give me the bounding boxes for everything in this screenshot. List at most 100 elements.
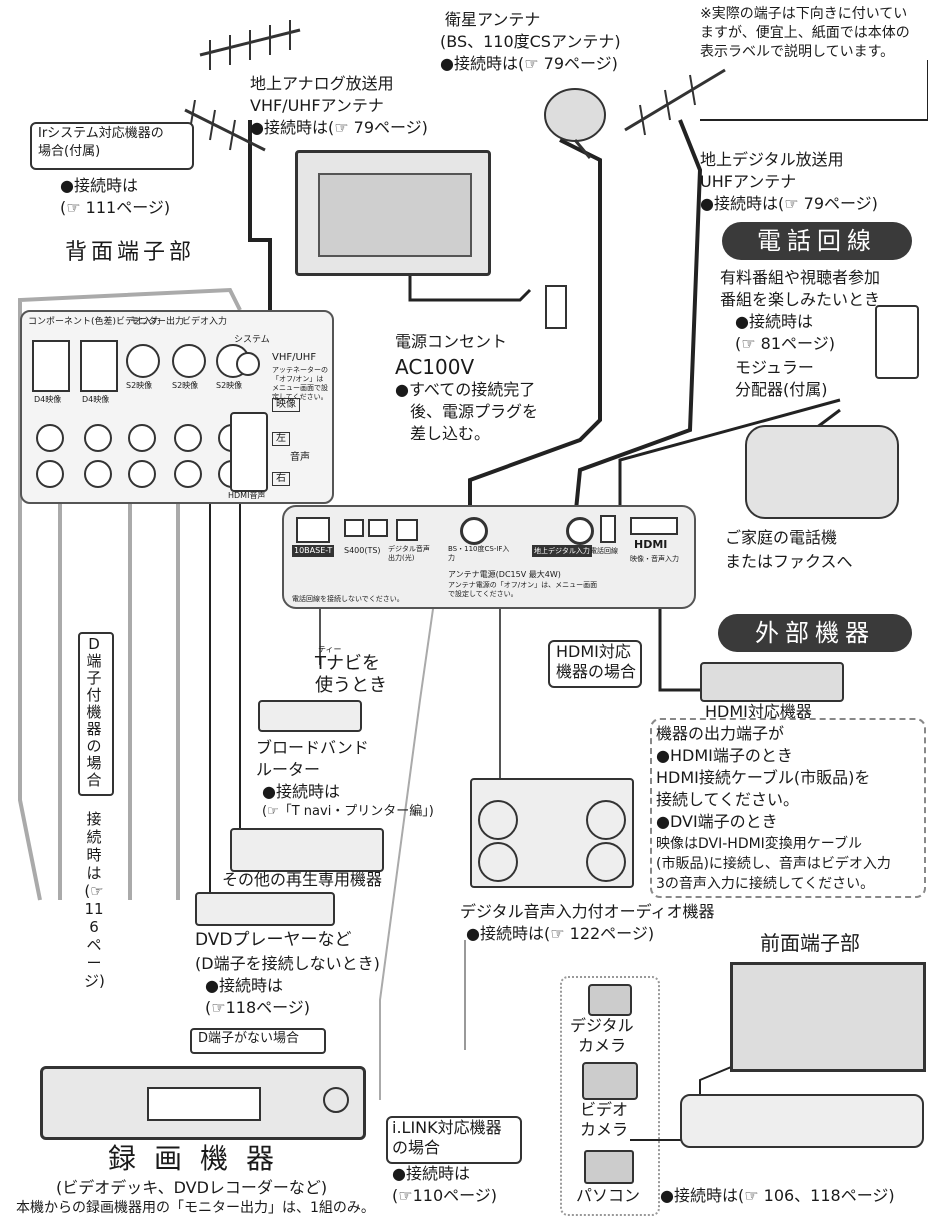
antenna-power-note: アンテナ電源の「オフ/オン」は、メニュー画面で設定してください。 bbox=[448, 581, 598, 598]
antenna-power: アンテナ電源(DC15V 最大4W) bbox=[448, 570, 561, 579]
system-jack[interactable] bbox=[236, 352, 260, 376]
d-terminal-vertical: D端子付機器の場合 bbox=[86, 635, 102, 789]
audio-system-icon bbox=[470, 778, 634, 888]
ir-subtitle: 場合(付属) bbox=[38, 144, 101, 159]
power-voltage: AC100V bbox=[395, 355, 475, 379]
lan-note: 電話回線を接続しないでください。 bbox=[292, 595, 404, 603]
splitter-label-2: 分配器(付属) bbox=[735, 380, 828, 399]
rca-jack[interactable] bbox=[174, 424, 202, 452]
ilink-box bbox=[386, 1116, 522, 1164]
s2-port-2[interactable] bbox=[172, 344, 206, 378]
d4-port-2[interactable] bbox=[80, 340, 118, 392]
tnavi-line-1: Tナビを bbox=[315, 653, 380, 674]
camera-digital-2: カメラ bbox=[578, 1036, 627, 1055]
ilink-ref-1: ●接続時は bbox=[392, 1164, 470, 1183]
router-ref-2: (☞「T navi・プリンター編」) bbox=[262, 804, 434, 819]
rca-jack[interactable] bbox=[128, 460, 156, 488]
tv-rear-illustration bbox=[295, 150, 491, 276]
rear-vhf-label: VHF/UHF bbox=[272, 352, 317, 363]
optical-port[interactable] bbox=[396, 519, 418, 541]
hdmi-case-box bbox=[548, 640, 642, 688]
no-d-box bbox=[190, 1028, 326, 1054]
camera-digital-1: デジタル bbox=[570, 1016, 634, 1035]
s400-label: S400(TS) bbox=[344, 546, 381, 555]
ir-box bbox=[30, 122, 194, 170]
rear-col2-label: モニター出力 bbox=[130, 317, 185, 327]
rca-jack[interactable] bbox=[36, 460, 64, 488]
hdmi-note-3: HDMI接続ケーブル(市販品)を bbox=[656, 768, 871, 787]
wall-jack-icon bbox=[875, 305, 919, 379]
tdigital-jack[interactable] bbox=[566, 517, 594, 545]
rear-col1-label: コンポーネント(色差)ビデオ入力 bbox=[28, 317, 162, 327]
satellite-title: 衛星アンテナ bbox=[445, 10, 541, 29]
rca-jack[interactable] bbox=[128, 424, 156, 452]
ilink-line-1: i.LINK対応機器 bbox=[392, 1118, 502, 1137]
lan-port[interactable] bbox=[296, 517, 330, 543]
phone-desc-1: 有料番組や視聴者参加 bbox=[720, 268, 881, 287]
telephone-icon bbox=[745, 425, 899, 519]
analog-subtitle: VHF/UHFアンテナ bbox=[250, 96, 384, 115]
d4-label-2: D4映像 bbox=[82, 395, 110, 404]
rear-system-label: システム bbox=[234, 335, 270, 345]
dvd-player-icon bbox=[195, 892, 335, 926]
bs-jack[interactable] bbox=[460, 517, 488, 545]
hdmi-port[interactable] bbox=[630, 517, 678, 535]
other-player-label: その他の再生専用機器 bbox=[222, 870, 383, 889]
hdmi-label: 映像・音声入力 bbox=[630, 555, 679, 563]
recorder-icon bbox=[40, 1066, 366, 1140]
rca-jack[interactable] bbox=[36, 424, 64, 452]
dvd-line-1: DVDプレーヤーなど bbox=[195, 930, 352, 950]
dvd-ref-2: (☞118ページ) bbox=[205, 998, 311, 1017]
hdmi-note-box bbox=[650, 718, 926, 898]
rca-jack[interactable] bbox=[174, 460, 202, 488]
hdmi-audio-label: HDMI音声 bbox=[228, 491, 266, 500]
hdmi-note-4: 接続してください。 bbox=[656, 790, 800, 809]
video-tag: 映像 bbox=[272, 398, 300, 412]
analog-title: 地上アナログ放送用 bbox=[250, 74, 394, 93]
hdmi-note-2: ●HDMI端子のとき bbox=[656, 746, 793, 765]
hdmi-note-8: 3の音声入力に接続してください。 bbox=[656, 876, 875, 892]
camera-video-2: カメラ bbox=[580, 1120, 629, 1139]
d-terminal-box bbox=[78, 632, 114, 796]
phone-port[interactable] bbox=[600, 515, 616, 543]
d4-port-1[interactable] bbox=[32, 340, 70, 392]
phone-ref-2: (☞ 81ページ) bbox=[735, 334, 835, 353]
audio-label: デジタル音声入力付オーディオ機器 bbox=[460, 902, 715, 921]
hdmi-device-icon bbox=[700, 662, 844, 702]
phone-ref-1: ●接続時は bbox=[735, 312, 813, 331]
router-icon bbox=[258, 700, 362, 732]
d4-label-1: D4映像 bbox=[34, 395, 62, 404]
front-title: 前面端子部 bbox=[760, 931, 860, 955]
tdigital-label: 地上デジタル入力 bbox=[532, 545, 592, 557]
ilink-line-2: の場合 bbox=[392, 1138, 441, 1157]
front-tv-icon bbox=[730, 962, 926, 1072]
phone-line-heading: 電話回線 bbox=[722, 222, 912, 260]
rca-jack[interactable] bbox=[84, 460, 112, 488]
s2-port-1[interactable] bbox=[126, 344, 160, 378]
router-line-2: ルーター bbox=[256, 760, 321, 779]
audio-ref: ●接続時は(☞ 122ページ) bbox=[466, 924, 655, 943]
rear-vhf-note: アッテネーターの「オフ/オン」はメニュー画面で設定してください。 bbox=[272, 366, 328, 401]
satellite-dish-icon bbox=[540, 80, 620, 160]
back-connector-panel: 10BASE-T S400(TS) デジタル音声出力(光) BS・110度CS-… bbox=[282, 505, 696, 609]
hdmi-note-6: 映像はDVI-HDMI変換用ケーブル bbox=[656, 836, 862, 852]
digital-ref: ●接続時は(☞ 79ページ) bbox=[700, 194, 878, 213]
phone-home-1: ご家庭の電話機 bbox=[725, 528, 838, 547]
recorder-sub: (ビデオデッキ、DVDレコーダーなど) bbox=[56, 1178, 328, 1197]
bs-label: BS・110度CS-IF入力 bbox=[448, 545, 510, 562]
camera-ref: ●接続時は(☞ 106、118ページ) bbox=[660, 1186, 895, 1205]
rca-jack[interactable] bbox=[84, 424, 112, 452]
hdmi-device-label: HDMI対応機器 bbox=[705, 702, 812, 721]
digital-title: 地上デジタル放送用 bbox=[700, 150, 844, 169]
hdmi-logo: HDMI bbox=[634, 538, 668, 551]
power-note-2: 後、電源プラグを bbox=[410, 402, 539, 421]
tnavi-line-2: 使うとき bbox=[315, 675, 387, 696]
s2-label-2: S2映像 bbox=[172, 381, 199, 390]
hdmi-audio-block bbox=[230, 412, 268, 492]
camera-group bbox=[560, 976, 660, 1216]
left-tag: 左 bbox=[272, 432, 290, 446]
s400-port-2[interactable] bbox=[368, 519, 388, 537]
s400-port-1[interactable] bbox=[344, 519, 364, 537]
phone-desc-2: 番組を楽しみたいとき bbox=[720, 290, 881, 309]
d-terminal-ref-vertical: 接続時は(☞116ページ) bbox=[84, 810, 105, 990]
